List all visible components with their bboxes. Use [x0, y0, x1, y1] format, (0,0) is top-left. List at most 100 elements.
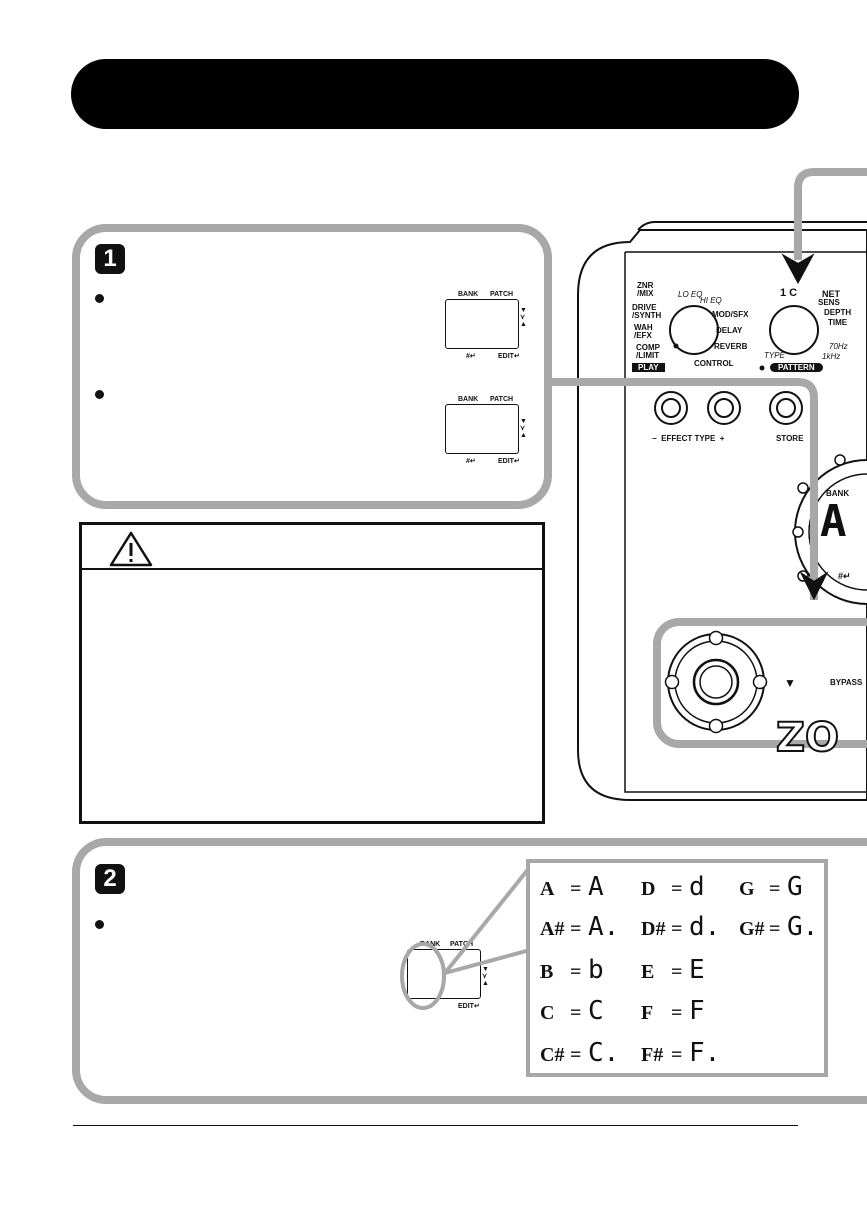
note-equals: = — [671, 1044, 683, 1066]
down-arrow-icon: ▼ — [784, 676, 796, 690]
device-bank-label: BANK — [826, 489, 850, 498]
lcd2-arrows: ▼ ⋎ ▲ — [520, 418, 527, 439]
step2-badge: 2 — [95, 864, 125, 894]
knob-label-drive-synth: DRIVE /SYNTH — [632, 303, 662, 320]
note-segment-display: d. — [689, 912, 721, 942]
knob-label-comp-limit: COMP /LIMIT — [636, 343, 660, 360]
note-entry: F#=F. — [641, 1038, 720, 1068]
store-label: STORE — [776, 434, 804, 443]
knob-label-time: TIME — [828, 318, 848, 327]
note-equals: = — [570, 961, 582, 983]
knob-label-net: NET — [822, 289, 840, 299]
note-name: C — [540, 1002, 555, 1024]
lcd1-screen — [445, 299, 519, 349]
note-entry: A=A — [540, 872, 604, 902]
note-entry: B = b — [540, 955, 604, 985]
device-sharp-label: #↵ — [838, 571, 851, 581]
note-table — [526, 859, 828, 1077]
note-segment-display: G. — [787, 912, 819, 942]
note-entry: G#= G. — [739, 912, 818, 942]
note-name: E — [641, 961, 655, 983]
left-knob[interactable] — [669, 305, 719, 355]
footer-rule — [73, 1125, 798, 1126]
note-equals: = — [671, 961, 683, 983]
knob-label-lo-eq: LO EQ — [678, 290, 703, 299]
note-name: F — [641, 1002, 654, 1024]
lcd3-arrows: ▼ ⋎ ▲ — [482, 966, 489, 987]
lcd1-patch-label: PATCH — [490, 291, 514, 298]
note-equals: = — [769, 878, 781, 900]
note-name: B — [540, 961, 554, 983]
step2-bullet-1 — [95, 920, 104, 929]
note-name: A# — [540, 918, 565, 940]
note-equals: = — [671, 1002, 683, 1024]
note-name: A — [540, 878, 555, 900]
lcd1-bank-label: BANK — [458, 291, 479, 298]
note-segment-display: F — [689, 996, 705, 1026]
effect-type-label: − EFFECT TYPE + — [652, 434, 725, 443]
note-segment-display: E — [689, 955, 705, 985]
lcd2-edit-label: EDIT↵ — [498, 458, 520, 465]
note-segment-display: b — [588, 955, 604, 985]
lcd2-patch-label: PATCH — [490, 396, 514, 403]
knob-label-control: CONTROL — [694, 359, 734, 368]
knob-label-type: TYPE — [764, 351, 785, 360]
knob-label-1khz: 1kHz — [822, 352, 841, 361]
knob-label-pattern: PATTERN — [770, 363, 823, 372]
knob-label-sens: SENS — [818, 298, 840, 307]
caution-box — [79, 522, 545, 824]
device-logo: ZO — [776, 715, 839, 761]
note-name: D — [641, 878, 656, 900]
warning-icon — [109, 531, 153, 567]
note-equals: = — [570, 878, 582, 900]
knob-label-play: PLAY — [632, 363, 665, 372]
note-segment-display: C — [588, 996, 604, 1026]
knob-label-znr-mix: ZNR /MIX — [637, 281, 654, 298]
note-equals: = — [570, 918, 582, 940]
bypass-label: BYPASS — [830, 678, 863, 687]
right-knob[interactable] — [769, 305, 819, 355]
lcd2-bank-label: BANK — [458, 396, 479, 403]
note-equals: = — [769, 918, 781, 940]
step1-badge: 1 — [95, 244, 125, 274]
knob-label-delay: DELAY — [716, 326, 743, 335]
note-equals: = — [671, 878, 683, 900]
note-name: G — [739, 878, 755, 900]
note-segment-display: d — [689, 872, 705, 902]
title-bar — [71, 59, 799, 129]
note-entry: D#= d. — [641, 912, 720, 942]
note-segment-display: G — [787, 872, 803, 902]
step1-panel — [72, 224, 552, 509]
note-name: D# — [641, 918, 666, 940]
note-segment-display: A. — [588, 912, 620, 942]
callout-lines — [400, 865, 532, 1010]
knob-label-mod-sfx: MOD/SFX — [712, 310, 749, 319]
note-equals: = — [671, 918, 683, 940]
note-equals: = — [570, 1002, 582, 1024]
knob-label-depth: DEPTH — [824, 308, 852, 317]
note-entry: D = d — [641, 872, 705, 902]
lcd1-edit-label: EDIT↵ — [498, 353, 520, 360]
lcd1-sharp-label: #↵ — [466, 353, 476, 360]
device-illustration: ZO — [552, 168, 867, 801]
knob-label-70hz: 70Hz — [829, 342, 848, 351]
note-entry: E = E — [641, 955, 705, 985]
knob-label-1c: 1 C — [780, 287, 798, 299]
note-entry: C#=C. — [540, 1038, 619, 1068]
knob-label-reverb: REVERB — [714, 342, 748, 351]
caution-header — [79, 522, 545, 570]
knob-label-hi-eq: HI EQ — [700, 296, 722, 305]
note-entry: G = G — [739, 872, 803, 902]
lcd3-patch-label: PATCH — [450, 941, 474, 948]
step1-bullet-2 — [95, 390, 104, 399]
note-equals: = — [570, 1044, 582, 1066]
note-entry: A#= A. — [540, 912, 619, 942]
lcd1-arrows: ▼ ⋎ ▲ — [520, 307, 527, 328]
knob-label-wah-efx: WAH /EFX — [634, 323, 653, 340]
note-segment-display: F. — [689, 1038, 721, 1068]
note-entry: C = C — [540, 996, 604, 1026]
note-name: G# — [739, 918, 765, 940]
note-segment-display: C. — [588, 1038, 620, 1068]
lcd2-sharp-label: #↵ — [466, 458, 476, 465]
note-entry: F = F — [641, 996, 705, 1026]
